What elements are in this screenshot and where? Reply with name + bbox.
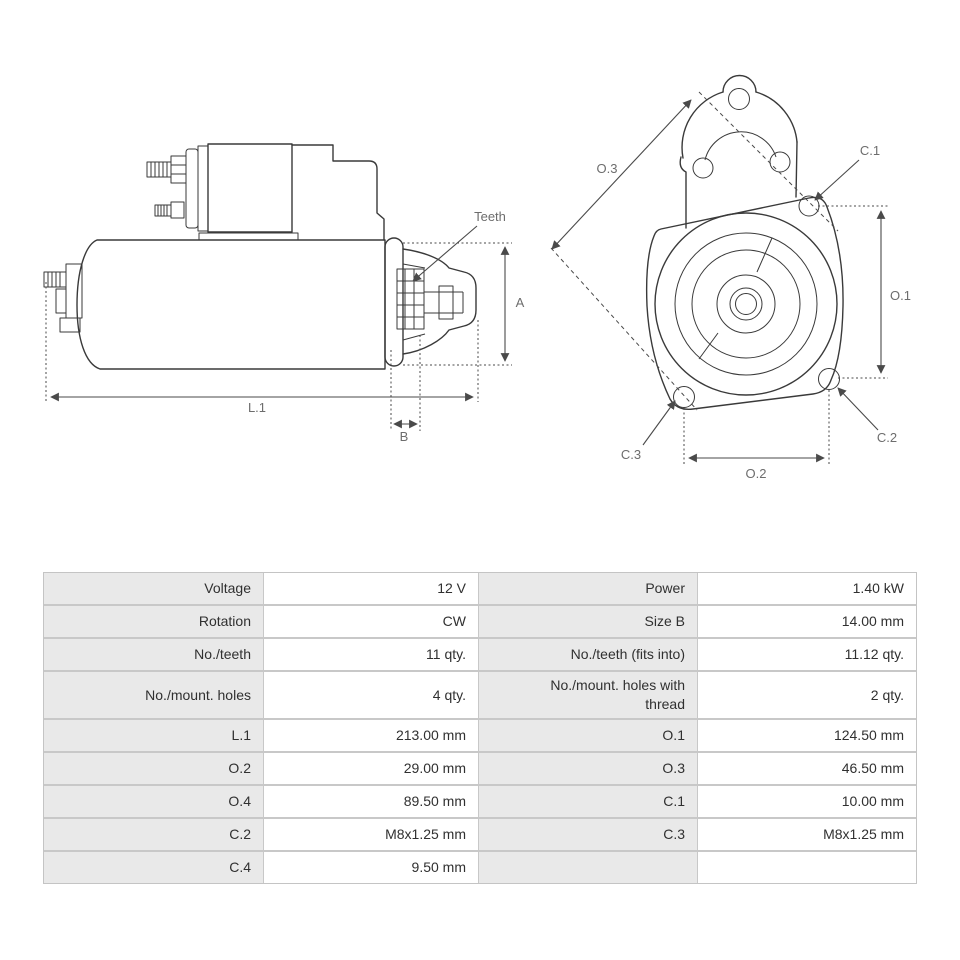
spec-label: Size B [479,606,697,637]
spec-label: Voltage [44,573,263,604]
bracket-hole-top [728,88,750,110]
spec-label: No./teeth [44,639,263,670]
callout-c1: C.1 [814,143,880,201]
dim-o3-label: O.3 [597,161,618,176]
spec-value: 46.50 mm [698,753,916,784]
pinion-gear [396,268,425,330]
spec-value: 89.50 mm [264,786,478,817]
table-row: Voltage 12 V Power 1.40 kW [44,573,916,604]
spec-label: No./mount. holes [44,672,263,718]
solenoid [185,143,385,241]
terminal-bolt-body [43,263,83,333]
top-bracket [679,74,798,229]
front-view-drawing: O.3 C.1 O.1 C.2 C.3 [550,74,911,481]
table-row: L.1 213.00 mm O.1 124.50 mm [44,720,916,751]
dim-o2-label: O.2 [746,466,767,481]
callout-c2: C.2 [837,387,897,445]
teeth-callout: Teeth [412,209,506,282]
table-row: No./mount. holes 4 qty. No./mount. holes… [44,672,916,718]
dimension-o2: O.2 [683,390,830,481]
spec-label: O.4 [44,786,263,817]
spec-value: M8x1.25 mm [698,819,916,850]
dimension-o1: O.1 [818,205,911,379]
spec-value: 14.00 mm [698,606,916,637]
bracket-hole-right [769,151,791,173]
spec-value: 11.12 qty. [698,639,916,670]
side-view-drawing: Teeth A L.1 B [43,143,525,444]
drive-end-housing [384,237,477,367]
spec-value: 4 qty. [264,672,478,718]
flange-hole-c2 [818,368,840,390]
dim-l1-label: L.1 [248,400,266,415]
spec-value: 124.50 mm [698,720,916,751]
table-row: O.2 29.00 mm O.3 46.50 mm [44,753,916,784]
spec-label: O.2 [44,753,263,784]
dim-b-label: B [400,429,409,444]
dim-a-label: A [516,295,525,310]
terminal-bolt-mid [154,201,185,219]
dim-o1-label: O.1 [890,288,911,303]
dimension-l1: L.1 [45,282,479,415]
table-row: Rotation CW Size B 14.00 mm [44,606,916,637]
dim-c1-label: C.1 [860,143,880,158]
spec-table: Voltage 12 V Power 1.40 kW Rotation CW S… [43,572,917,884]
mounting-flange [645,196,844,410]
spec-label: C.4 [44,852,263,883]
spec-label: C.1 [479,786,697,817]
spec-label: No./mount. holes with thread [479,672,697,718]
dim-c3-label: C.3 [621,447,641,462]
spec-value: 29.00 mm [264,753,478,784]
table-row: O.4 89.50 mm C.1 10.00 mm [44,786,916,817]
spec-value: 12 V [264,573,478,604]
spec-value: 213.00 mm [264,720,478,751]
shaft [424,285,464,320]
spec-label [479,852,697,883]
dim-c2-label: C.2 [877,430,897,445]
dimension-o3: O.3 [550,91,839,411]
terminal-bolt-top [146,155,187,184]
spec-label: Rotation [44,606,263,637]
spec-value [698,852,916,883]
table-row: C.2 M8x1.25 mm C.3 M8x1.25 mm [44,819,916,850]
spec-label: C.3 [479,819,697,850]
bracket-hole-left [692,157,714,179]
spec-value: 9.50 mm [264,852,478,883]
teeth-label: Teeth [474,209,506,224]
spec-label: O.1 [479,720,697,751]
dimension-b: B [390,335,421,444]
callout-c3: C.3 [621,400,676,462]
spec-label: C.2 [44,819,263,850]
spec-label: O.3 [479,753,697,784]
technical-drawings: Teeth A L.1 B [43,74,911,481]
spec-value: 11 qty. [264,639,478,670]
spec-label: Power [479,573,697,604]
spec-value: 10.00 mm [698,786,916,817]
table-row: No./teeth 11 qty. No./teeth (fits into) … [44,639,916,670]
flange-hole-c3 [673,386,695,408]
spec-label: L.1 [44,720,263,751]
motor-body [76,232,386,370]
table-row: C.4 9.50 mm [44,852,916,883]
spec-value: 1.40 kW [698,573,916,604]
spec-value: M8x1.25 mm [264,819,478,850]
spec-label: No./teeth (fits into) [479,639,697,670]
dimension-a: A [403,242,525,366]
gear-housing-circles [654,212,838,396]
spec-value: 2 qty. [698,672,916,718]
spec-value: CW [264,606,478,637]
